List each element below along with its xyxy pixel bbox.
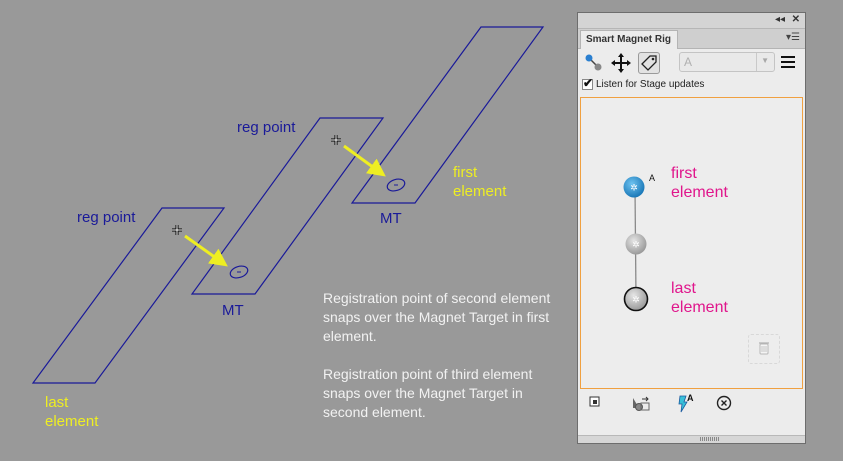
link-node-icon [633, 396, 650, 411]
close-icon[interactable]: ✕ [791, 14, 800, 25]
node-badge: A [649, 173, 656, 183]
tab-smart-magnet-rig[interactable]: Smart Magnet Rig [580, 30, 678, 49]
label-line: element [671, 299, 728, 316]
bone-tool-icon [585, 54, 602, 71]
label-line: element [671, 184, 728, 201]
reg-point-label: reg point [77, 209, 136, 226]
listen-stage-updates-label: Listen for Stage updates [596, 79, 705, 90]
label-line: first [671, 165, 697, 182]
link-node-button[interactable] [631, 395, 651, 418]
add-node-icon [589, 396, 600, 407]
description-paragraph: Registration point of third element snap… [323, 366, 533, 420]
reg-point-crosshair-middle [331, 135, 341, 145]
panel-toolbar: A ▼ [578, 49, 805, 77]
add-node-button[interactable] [588, 395, 602, 414]
mt-label: MT [380, 210, 402, 227]
node-first[interactable]: ✲ [623, 176, 645, 198]
gear-icon: ✲ [632, 240, 640, 250]
smart-magnet-rig-panel: ◂◂ ✕ Smart Magnet Rig ▾☰ [577, 12, 806, 444]
panel-menu-icon[interactable]: ▾☰ [786, 32, 800, 43]
listen-stage-updates-checkbox[interactable]: ✔ [582, 76, 594, 90]
double-chevron-left-icon[interactable]: ◂◂ [774, 14, 785, 25]
snap-arrow-middle [343, 144, 386, 177]
tag-tool-button[interactable] [638, 52, 660, 74]
reg-point-crosshair-last [172, 225, 182, 235]
node-label-last: last element [671, 279, 728, 317]
panel-topbar: ◂◂ ✕ [578, 13, 805, 29]
chevron-down-icon[interactable]: ▼ [761, 56, 769, 65]
label-line: last [671, 280, 696, 297]
listen-stage-updates-row: ✔ Listen for Stage updates [578, 76, 805, 94]
node-label-first: first element [671, 164, 728, 202]
label-line: first [453, 164, 478, 181]
select-divider [756, 53, 757, 71]
gear-icon: ✲ [632, 295, 640, 305]
rig-chain: ✲ ✲ ✲ [623, 176, 649, 312]
tag-tool-icon [641, 55, 657, 71]
label-line: element [45, 413, 99, 430]
checkmark-icon: ✔ [583, 76, 594, 90]
description-paragraph: Registration point of second element sna… [323, 290, 551, 344]
rig-canvas[interactable]: ✲ ✲ ✲ A first element last element [580, 97, 803, 389]
node-last[interactable]: ✲ [623, 286, 649, 312]
bone-tool-button[interactable] [583, 52, 605, 74]
hamburger-menu-icon[interactable] [781, 56, 795, 71]
gear-icon: ✲ [630, 183, 638, 193]
move-tool-button[interactable] [610, 52, 632, 74]
trash-drop-zone[interactable] [748, 334, 780, 364]
auto-label-button[interactable]: A [676, 393, 698, 418]
panel-tab-row: Smart Magnet Rig ▾☰ [578, 29, 805, 49]
label-select[interactable]: A ▼ [679, 52, 775, 72]
move-tool-icon [611, 53, 631, 73]
reg-point-label: reg point [237, 119, 296, 136]
last-element-shape [31, 207, 226, 384]
label-select-value: A [684, 55, 693, 69]
auto-label-icon [678, 395, 688, 413]
middle-element-shape [190, 117, 385, 295]
magnet-target-middle [229, 265, 249, 279]
label-line: element [453, 183, 507, 200]
description-text: Registration point of second element sna… [323, 289, 553, 441]
label-line: last [45, 394, 69, 411]
panel-bottom-toolbar: A [578, 391, 805, 421]
first-element-label: first element [453, 163, 506, 201]
remove-button[interactable] [716, 395, 734, 418]
mt-label: MT [222, 302, 244, 319]
trash-icon [759, 342, 769, 355]
auto-label-badge: A [687, 393, 694, 403]
grip-icon [700, 437, 720, 441]
first-element-shape [350, 26, 545, 204]
node-middle[interactable]: ✲ [625, 233, 647, 255]
remove-icon [716, 395, 732, 411]
panel-resize-handle[interactable] [578, 435, 805, 443]
magnet-target-first [386, 178, 406, 192]
last-element-label: last element [45, 393, 98, 431]
snap-arrow-last [184, 234, 228, 267]
